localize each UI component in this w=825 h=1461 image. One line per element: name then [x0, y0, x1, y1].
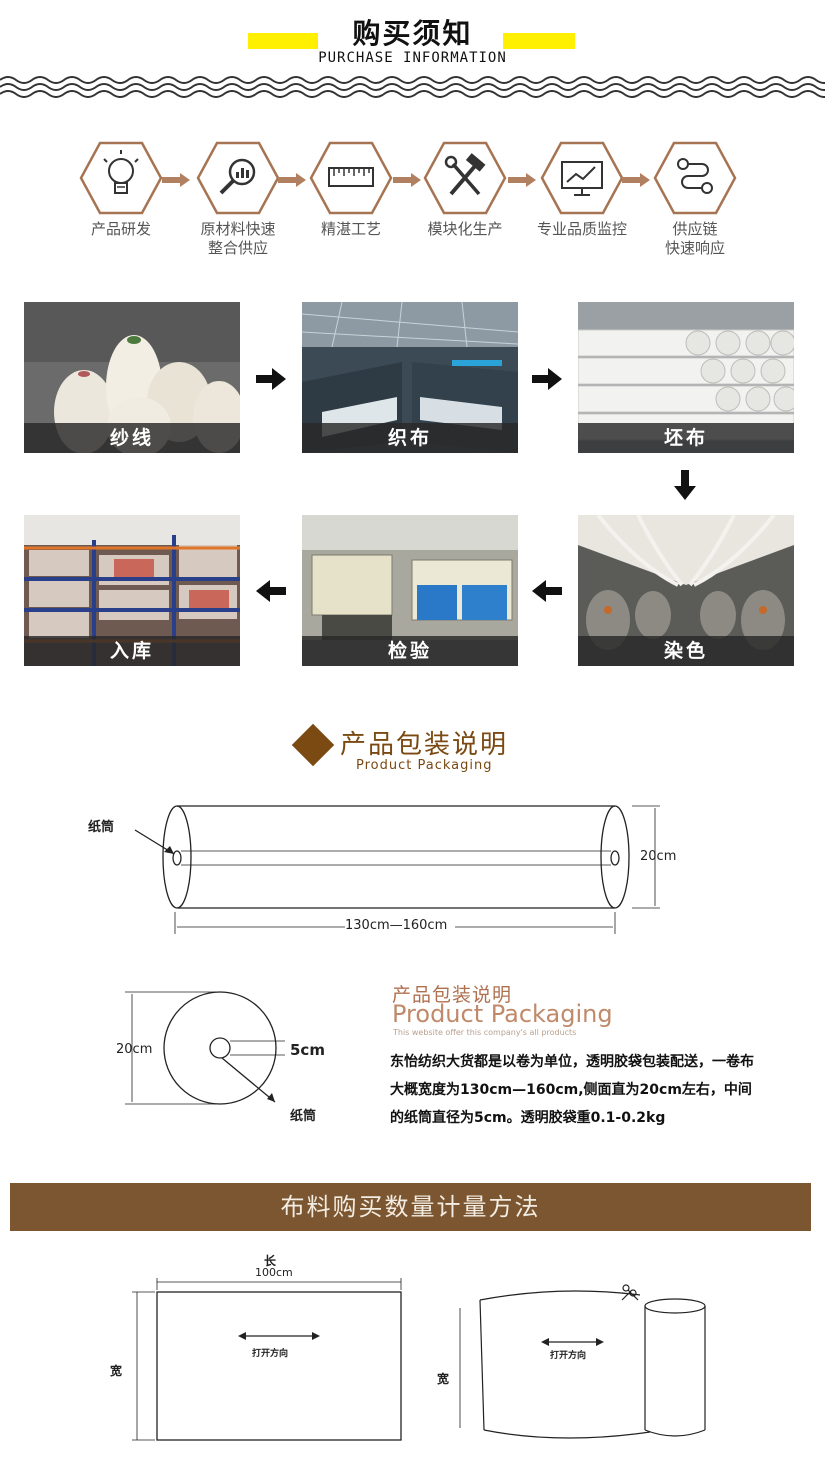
diamond-icon [291, 723, 335, 767]
page-title: 购买须知 [352, 17, 473, 50]
accent-bar-right [503, 33, 575, 49]
ruler-icon [309, 141, 393, 215]
photo-caption: 织布 [302, 423, 518, 453]
lightbulb-icon [79, 141, 163, 215]
photo-weaving: 织布 [302, 302, 518, 453]
photo-caption: 入库 [24, 636, 240, 666]
roll-side-diagram [134, 805, 660, 934]
desc-tagline: This website offer this company's all pr… [393, 1028, 577, 1037]
step-arrow-icon [162, 173, 190, 187]
flat-fabric-diagram [132, 1278, 402, 1441]
process-step-label: 精湛工艺 [320, 220, 381, 238]
page-subtitle: PURCHASE INFORMATION [318, 50, 507, 66]
step-arrow-icon [508, 173, 536, 187]
length-value-label: 100cm [255, 1266, 293, 1279]
roll-section-diagram [125, 991, 285, 1105]
photo-inspection: 检验 [302, 515, 518, 666]
process-steps: 产品研发 原材料快速 整合供应 精湛工艺 [0, 140, 825, 270]
step-arrow-icon [278, 173, 306, 187]
flow-arrow-down-icon [674, 470, 696, 500]
process-step-supply: 供应链 快速响应 [640, 140, 750, 258]
width-label: 宽 [110, 1364, 123, 1378]
photo-yarn: 纱线 [24, 302, 240, 453]
accent-bar-left [248, 33, 318, 49]
photo-dyeing: 染色 [578, 515, 794, 666]
length-label: 长 [264, 1254, 277, 1268]
width-label-2: 宽 [437, 1372, 450, 1386]
process-step-label: 产品研发 [90, 220, 151, 238]
open-direction-label: 打开方向 [252, 1349, 289, 1359]
roll-length-label: 130cm—160cm [345, 918, 448, 933]
photo-caption: 坯布 [578, 423, 794, 453]
measure-banner: 布料购买数量计量方法 [10, 1183, 811, 1231]
search-chart-icon [196, 141, 280, 215]
desc-body: 东怡纺织大货都是以卷为单位，透明胶袋包装配送，一卷布大概宽度为130cm—160… [390, 1054, 754, 1126]
flow-arrow-left-icon [256, 580, 286, 602]
packaging-subtitle: Product Packaging [356, 758, 493, 773]
desc-title: 产品包装说明 [392, 984, 513, 1006]
step-arrow-icon [393, 173, 421, 187]
process-step-materials: 原材料快速 整合供应 [183, 140, 293, 258]
process-step-label: 模块化生产 [427, 220, 503, 238]
desc-title-en: Product Packaging [392, 1000, 613, 1028]
process-step-label: 供应链 快速响应 [664, 220, 725, 257]
section-core-label: 纸筒 [290, 1109, 317, 1124]
process-step-modular: 模块化生产 [410, 140, 520, 239]
process-step-label: 专业品质监控 [536, 220, 627, 238]
packaging-title: 产品包装说明 [340, 730, 509, 760]
unrolled-fabric-diagram [459, 1284, 706, 1439]
photo-caption: 纱线 [24, 423, 240, 453]
roll-core-label: 纸筒 [88, 820, 115, 835]
process-step-craft: 精湛工艺 [296, 140, 406, 239]
scissors-icon [621, 1284, 639, 1301]
open-direction-label-2: 打开方向 [550, 1351, 587, 1361]
hammer-wrench-icon [423, 141, 507, 215]
photo-caption: 检验 [302, 636, 518, 666]
photo-caption: 染色 [578, 636, 794, 666]
flow-arrow-right-icon [532, 368, 562, 390]
packaging-heading: 产品包装说明 Product Packaging [291, 722, 556, 782]
photo-warehouse: 入库 [24, 515, 240, 666]
wave-divider [0, 76, 825, 98]
route-icon [653, 141, 737, 215]
process-step-research: 产品研发 [66, 140, 176, 239]
process-step-quality: 专业品质监控 [527, 140, 637, 239]
flow-arrow-left-icon [532, 580, 562, 602]
monitor-chart-icon [540, 141, 624, 215]
step-arrow-icon [622, 173, 650, 187]
photo-greige: 坯布 [578, 302, 794, 453]
roll-height-label: 20cm [640, 849, 677, 864]
page-header: 购买须知 PURCHASE INFORMATION [0, 0, 825, 110]
section-diameter-label: 20cm [116, 1042, 153, 1057]
core-diameter-label: 5cm [290, 1041, 325, 1059]
process-step-label: 原材料快速 整合供应 [200, 220, 276, 257]
flow-arrow-right-icon [256, 368, 286, 390]
